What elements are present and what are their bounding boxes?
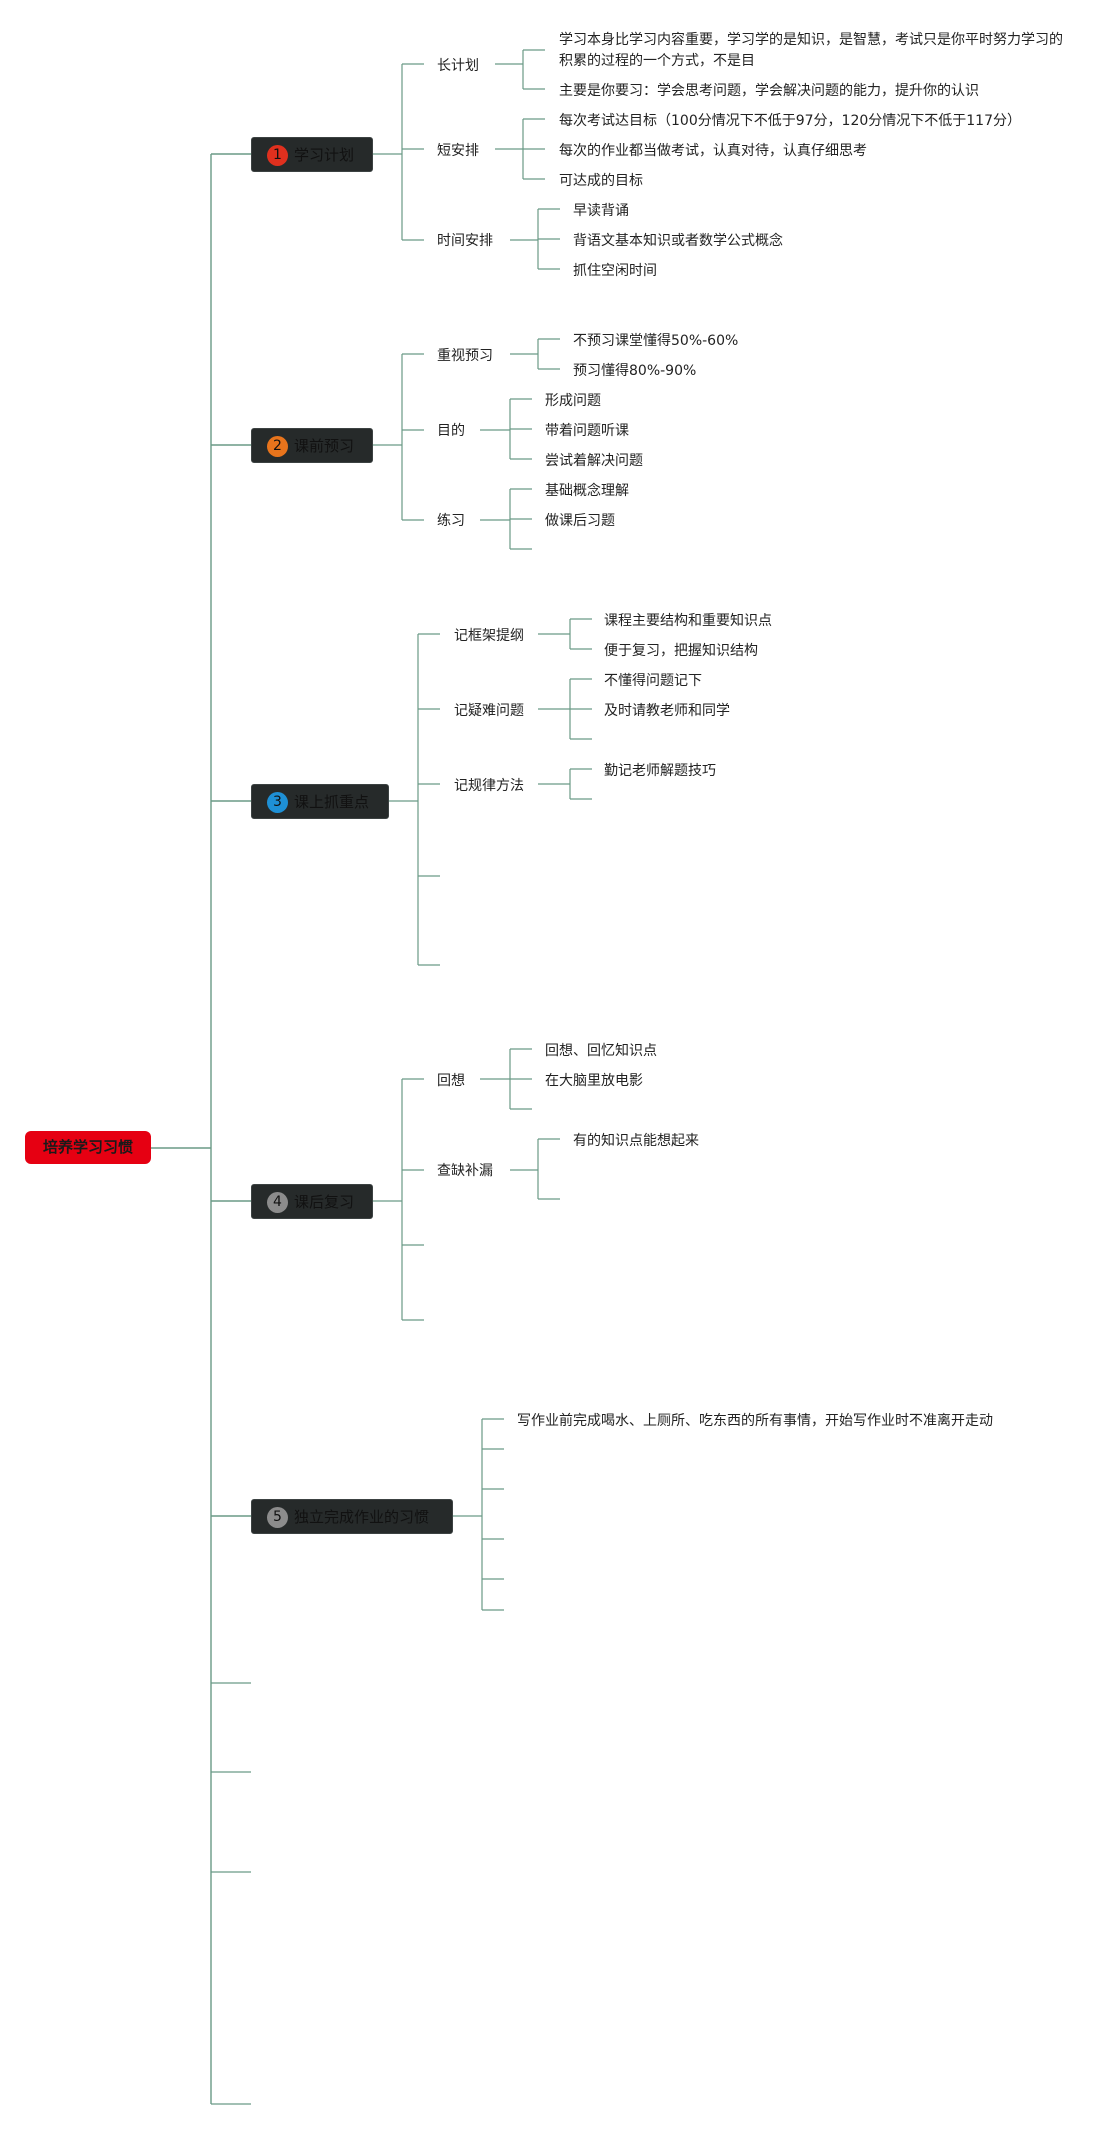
sub-time-schedule[interactable]: 时间安排 (437, 233, 493, 249)
number-2-badge: 2 (267, 436, 288, 457)
leaf-solving-skills[interactable]: 勤记老师解题技巧 (604, 763, 716, 779)
leaf-try-solve[interactable]: 尝试着解决问题 (545, 453, 643, 469)
leaf-homework-as-exam[interactable]: 每次的作业都当做考试，认真对待，认真仔细思考 (559, 143, 867, 159)
leaf-achievable-goal[interactable]: 可达成的目标 (559, 173, 643, 189)
leaf-easy-review[interactable]: 便于复习，把握知识结构 (604, 643, 758, 659)
sub-value-preview[interactable]: 重视预习 (437, 348, 493, 364)
branch-4-topic[interactable]: 4 课后复习 (251, 1184, 373, 1219)
leaf-spare-time[interactable]: 抓住空闲时间 (573, 263, 657, 279)
branch-2-topic[interactable]: 2 课前预习 (251, 428, 373, 463)
leaf-recite-basics[interactable]: 背语文基本知识或者数学公式概念 (573, 233, 783, 249)
number-4-badge: 4 (267, 1192, 288, 1213)
leaf-preview-80-90[interactable]: 预习懂得80%-90% (573, 363, 697, 379)
leaf-listen-with-questions[interactable]: 带着问题听课 (545, 423, 629, 439)
leaf-exam-target[interactable]: 每次考试达目标（100分情况下不低于97分，120分情况下不低于117分） (559, 113, 1021, 129)
leaf-morning-reading[interactable]: 早读背诵 (573, 203, 629, 219)
sub-difficult-questions[interactable]: 记疑难问题 (454, 703, 524, 719)
leaf-learning-over-content[interactable]: 学习本身比学习内容重要，学习学的是知识，是智慧，考试只是你平时努力学习的积累的过… (559, 32, 1063, 69)
sub-rules-methods[interactable]: 记规律方法 (454, 778, 524, 794)
sub-fill-gaps[interactable]: 查缺补漏 (437, 1163, 493, 1179)
leaf-learn-thinking[interactable]: 主要是你要习：学会思考问题，学会解决问题的能力，提升你的认识 (559, 83, 979, 99)
leaf-prepare-before-homework[interactable]: 写作业前完成喝水、上厕所、吃东西的所有事情，开始写作业时不准离开走动 (517, 1413, 993, 1429)
leaf-remember-points[interactable]: 有的知识点能想起来 (573, 1133, 699, 1149)
sub-purpose[interactable]: 目的 (437, 423, 465, 439)
leaf-mental-movie[interactable]: 在大脑里放电影 (545, 1073, 643, 1089)
leaf-after-class-exercises[interactable]: 做课后习题 (545, 513, 615, 529)
branch-5-label: 独立完成作业的习惯 (294, 1508, 430, 1526)
sub-recall[interactable]: 回想 (437, 1073, 465, 1089)
branch-3-label: 课上抓重点 (294, 793, 370, 811)
leaf-no-preview-50-60[interactable]: 不预习课堂懂得50%-60% (573, 333, 739, 349)
branch-4-label: 课后复习 (294, 1193, 355, 1211)
branch-2-label: 课前预习 (294, 437, 355, 455)
root-topic[interactable]: 培养学习习惯 (25, 1131, 151, 1164)
branch-1-label: 学习计划 (294, 146, 355, 164)
branch-5-topic[interactable]: 5 独立完成作业的习惯 (251, 1499, 453, 1534)
leaf-form-questions[interactable]: 形成问题 (545, 393, 601, 409)
sub-practice[interactable]: 练习 (437, 513, 465, 529)
sub-short-term[interactable]: 短安排 (437, 143, 479, 159)
leaf-course-structure[interactable]: 课程主要结构和重要知识点 (604, 613, 772, 629)
leaf-basic-concepts[interactable]: 基础概念理解 (545, 483, 629, 499)
leaf-ask-teachers[interactable]: 及时请教老师和同学 (604, 703, 730, 719)
leaf-recall-knowledge[interactable]: 回想、回忆知识点 (545, 1043, 657, 1059)
leaf-record-questions[interactable]: 不懂得问题记下 (604, 673, 702, 689)
branch-1-topic[interactable]: 1 学习计划 (251, 137, 373, 172)
number-3-badge: 3 (267, 792, 288, 813)
sub-long-term-plan[interactable]: 长计划 (437, 58, 479, 74)
branch-3-topic[interactable]: 3 课上抓重点 (251, 784, 389, 819)
number-1-badge: 1 (267, 145, 288, 166)
sub-outline-notes[interactable]: 记框架提纲 (454, 628, 524, 644)
number-5-badge: 5 (267, 1507, 288, 1528)
